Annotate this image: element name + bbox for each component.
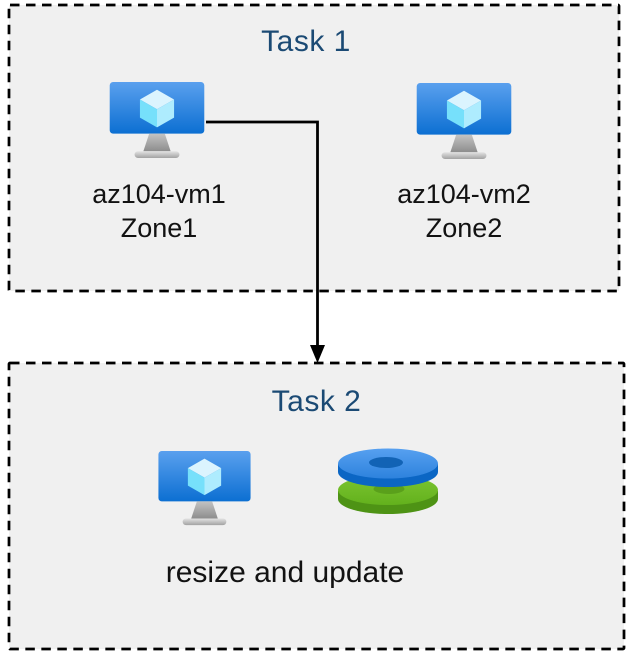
virtual-machine-icon	[157, 451, 252, 527]
task1-title: Task 1	[261, 25, 351, 58]
arrow-line	[206, 120, 319, 346]
virtual-machine-icon	[108, 82, 206, 160]
arrow-head	[310, 345, 325, 363]
vm1-zone: Zone1	[120, 213, 198, 243]
disks-icon	[336, 442, 440, 520]
vm1-label: az104-vm1 Zone1	[59, 177, 259, 245]
vm2-name: az104-vm2	[397, 179, 531, 209]
vm2-label: az104-vm2 Zone2	[364, 177, 564, 245]
virtual-machine-icon	[415, 83, 513, 161]
task2-title: Task 2	[271, 385, 362, 418]
task2-caption: resize and update	[165, 556, 405, 589]
vm1-name: az104-vm1	[92, 179, 226, 209]
vm2-zone: Zone2	[425, 213, 503, 243]
task2-box	[7, 361, 626, 651]
task1-box	[7, 3, 621, 293]
